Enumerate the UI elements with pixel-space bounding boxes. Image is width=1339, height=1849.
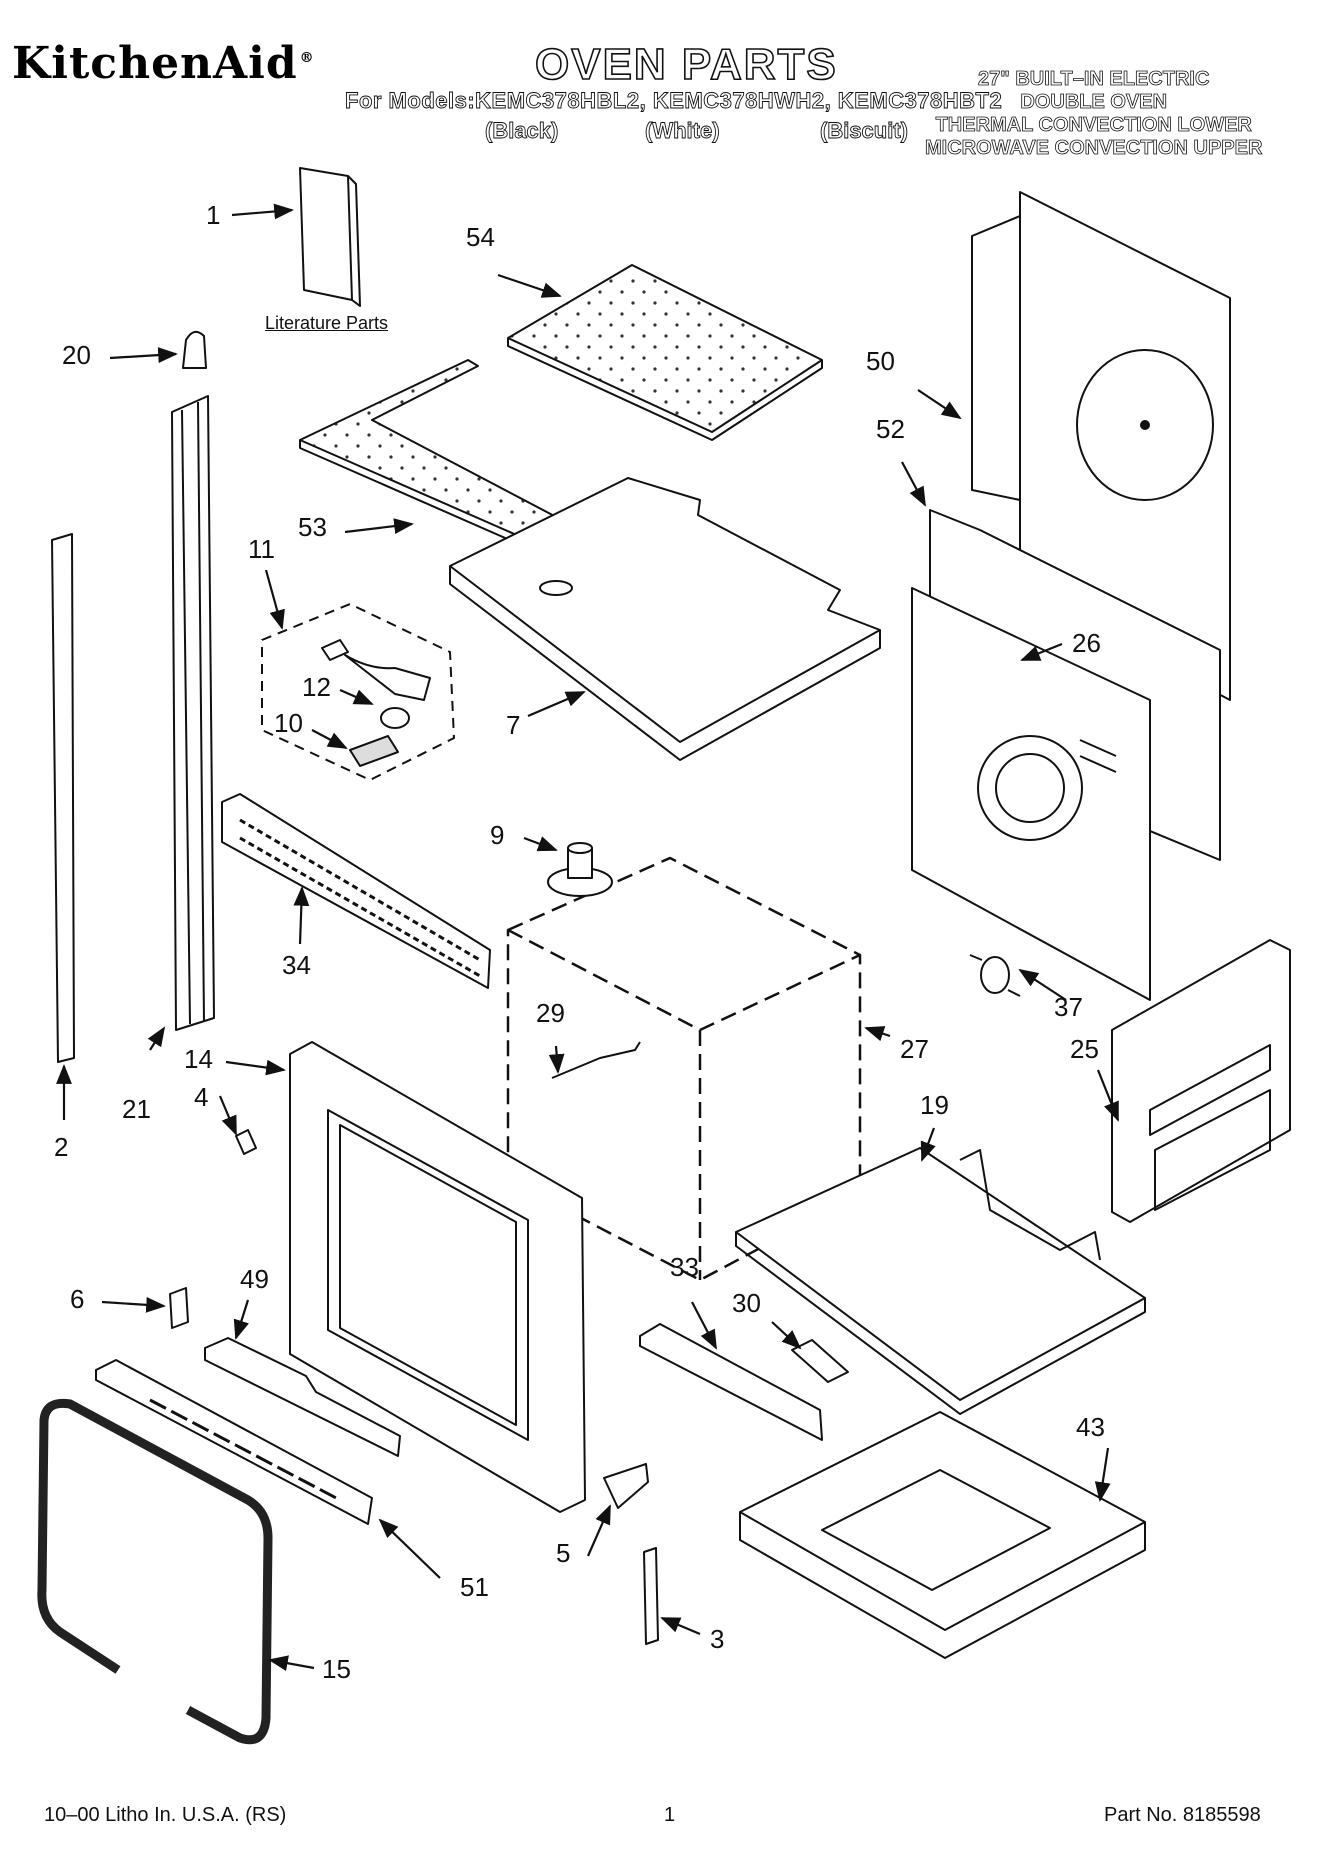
description-line-4: MICROWAVE CONVECTION UPPER (925, 137, 1263, 160)
registered-mark: ® (299, 50, 315, 67)
brand-name: KitchenAid (12, 38, 298, 89)
side-panel (1111, 939, 1291, 1223)
door-gasket (37, 1398, 273, 1745)
callout-19: 19 (920, 1090, 949, 1120)
callout-51: 51 (460, 1572, 489, 1602)
fan-shroud (911, 587, 1151, 1001)
door-trim-long (171, 395, 215, 1031)
top-panel (449, 477, 881, 761)
callout-7: 7 (506, 710, 521, 740)
callout-6: 6 (70, 1284, 85, 1314)
callout-4: 4 (194, 1082, 209, 1112)
page-title: OVEN PARTS (534, 39, 838, 90)
corner-gusset (603, 1463, 649, 1509)
door-trim-bottom (95, 1359, 373, 1525)
variant-biscuit: (Biscuit) (820, 118, 909, 144)
top-insulation (507, 264, 823, 441)
callout-20: 20 (62, 340, 91, 370)
callout-1: 1 (206, 200, 221, 230)
footer-print-info: 10–00 Litho In. U.S.A. (RS) (44, 1804, 287, 1826)
callout-9: 9 (490, 820, 505, 850)
convection-fan-motor (547, 842, 613, 897)
callout-50: 50 (866, 346, 895, 376)
footer-part-number: Part No. 8185598 (1104, 1804, 1261, 1826)
lower-bracket (204, 1337, 401, 1457)
callout-5: 5 (556, 1538, 571, 1568)
variant-black: (Black) (485, 118, 559, 144)
callout-leaders (56, 203, 1120, 1671)
mounting-screw (235, 1129, 257, 1155)
callout-10: 10 (274, 708, 303, 738)
callout-29: 29 (536, 998, 565, 1028)
door-cap (182, 330, 207, 369)
callout-30: 30 (732, 1288, 761, 1318)
callout-2: 2 (54, 1132, 69, 1162)
bottom-pan (735, 1147, 1146, 1415)
callout-49: 49 (240, 1264, 269, 1294)
callout-54: 54 (466, 222, 495, 252)
callout-34: 34 (282, 950, 311, 980)
bottom-tray (739, 1411, 1146, 1659)
back-panel (971, 191, 1231, 701)
callout-21: 21 (122, 1094, 151, 1124)
literature-booklet (299, 167, 361, 307)
lamp-assembly-group (261, 603, 455, 781)
hinge-bracket (643, 1547, 659, 1645)
small-bracket (791, 1339, 849, 1383)
front-insulation (299, 359, 563, 549)
front-frame (289, 1041, 586, 1513)
description-line-1: 27" BUILT–IN ELECTRIC (978, 68, 1210, 91)
callout-3: 3 (710, 1624, 725, 1654)
callout-27: 27 (900, 1034, 929, 1064)
description-line-3: THERMAL CONVECTION LOWER (935, 114, 1252, 137)
callout-33: 33 (670, 1252, 699, 1282)
variant-white: (White) (645, 118, 720, 144)
vent-grille (221, 793, 491, 989)
callout-53: 53 (298, 512, 327, 542)
callout-15: 15 (322, 1654, 351, 1684)
thermostat (969, 954, 1021, 997)
callout-52: 52 (876, 414, 905, 444)
callout-37: 37 (1054, 992, 1083, 1022)
door-clip (169, 1287, 189, 1329)
door-trim-thin (51, 533, 75, 1063)
product-description: 27" BUILT–IN ELECTRIC DOUBLE OVEN THERMA… (925, 68, 1263, 160)
description-line-2: DOUBLE OVEN (1020, 91, 1168, 114)
callout-12: 12 (302, 672, 331, 702)
oven-sensor (551, 1041, 641, 1079)
footer-page-number: 1 (664, 1804, 676, 1826)
support-channel (639, 1323, 823, 1441)
brand-logo: KitchenAid® (12, 38, 315, 89)
models-line: For Models:KEMC378HBL2, KEMC378HWH2, KEM… (345, 88, 1003, 114)
callout-26: 26 (1072, 628, 1101, 658)
callout-25: 25 (1070, 1034, 1099, 1064)
callout-11: 11 (248, 534, 275, 564)
callout-43: 43 (1076, 1412, 1105, 1442)
literature-parts-label: Literature Parts (265, 313, 389, 333)
callout-14: 14 (184, 1044, 213, 1074)
